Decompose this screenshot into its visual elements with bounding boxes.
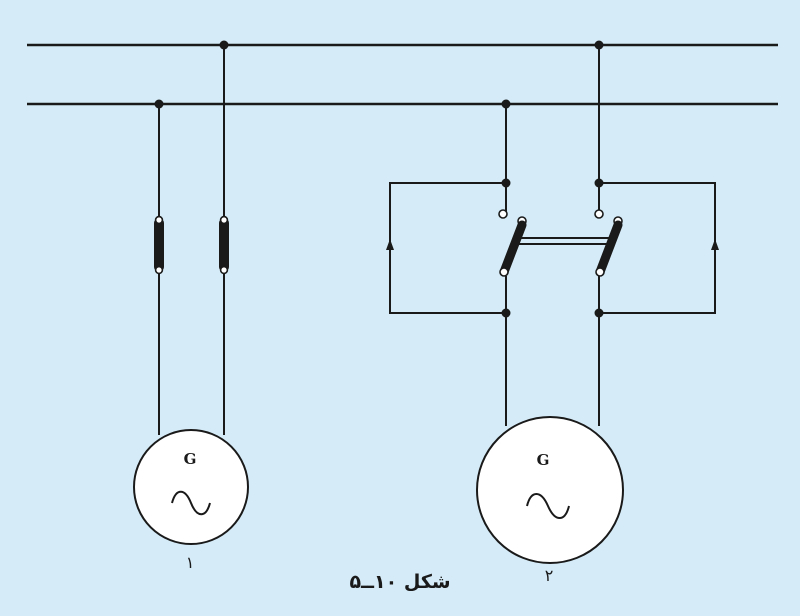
fuse-icon: [219, 215, 229, 275]
generator-1-letter: G: [183, 450, 197, 468]
generator-2: [476, 416, 624, 564]
figure-caption: شکل ۱۰ــ۵: [349, 571, 451, 593]
junction-dot: [154, 99, 164, 109]
junction-dot: [594, 40, 604, 50]
ac-sine-icon: [171, 490, 211, 516]
generator-1-number: ١: [185, 553, 195, 572]
generator-2-branch: [386, 40, 719, 564]
arrow-icon: [711, 239, 719, 250]
generator-1-branch: [133, 40, 249, 545]
generator-1: [133, 429, 249, 545]
junction-dot: [501, 99, 511, 109]
generator-2-letter: G: [536, 451, 550, 469]
arrow-icon: [386, 239, 394, 250]
ac-sine-icon: [526, 493, 570, 519]
generator-2-number: ٢: [544, 566, 554, 585]
fuse-icon: [154, 215, 164, 275]
junction-dot: [219, 40, 229, 50]
switch-blade-icon: [498, 209, 623, 277]
